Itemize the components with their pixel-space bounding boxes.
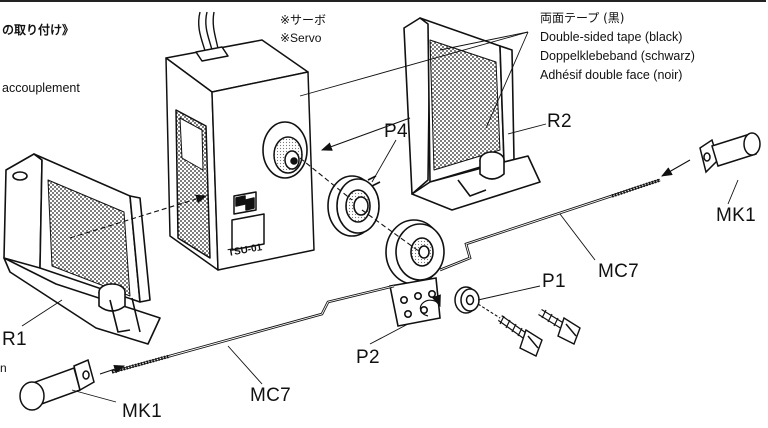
ball-end-mk1-right bbox=[699, 132, 761, 174]
pushrod-mc7-right bbox=[439, 178, 661, 272]
part-label-mc7-left: MC7 bbox=[250, 385, 292, 406]
tape-label-en: Double-sided tape (black) bbox=[540, 30, 683, 44]
left-edge-fragment: n bbox=[0, 361, 7, 375]
leader-lines bbox=[21, 31, 739, 403]
part-label-mk1-left: MK1 bbox=[122, 401, 162, 422]
servo-label-jp: ※サーボ bbox=[280, 13, 327, 27]
header-fr-fragment: accouplement bbox=[2, 81, 80, 95]
assembly-guides bbox=[69, 117, 691, 375]
mount-r1 bbox=[3, 153, 161, 345]
washer-p1 bbox=[454, 286, 480, 314]
servo-label-en: ※Servo bbox=[280, 31, 322, 45]
screw-short bbox=[538, 309, 581, 345]
part-label-p2: P2 bbox=[356, 347, 380, 368]
part-label-p4: P4 bbox=[384, 121, 408, 142]
mount-r2 bbox=[403, 17, 541, 211]
ball-end-mk1-left bbox=[19, 358, 95, 411]
tape-label-de: Doppelklebeband (schwarz) bbox=[540, 49, 695, 63]
header-title-fragment: の取り付け》 bbox=[2, 23, 75, 37]
part-label-r2: R2 bbox=[547, 111, 572, 132]
part-label-mc7-right: MC7 bbox=[598, 261, 640, 282]
tape-label-jp: 両面テープ (黒) bbox=[540, 11, 625, 25]
part-label-p1: P1 bbox=[542, 271, 566, 292]
coupler-p4 bbox=[327, 175, 381, 237]
part-label-r1: R1 bbox=[2, 329, 27, 350]
horn-p2 bbox=[385, 219, 445, 327]
servo-body bbox=[165, 39, 315, 271]
part-label-mk1-right: MK1 bbox=[716, 205, 756, 226]
screw-long bbox=[497, 315, 543, 357]
tape-label-fr: Adhésif double face (noir) bbox=[540, 68, 683, 82]
